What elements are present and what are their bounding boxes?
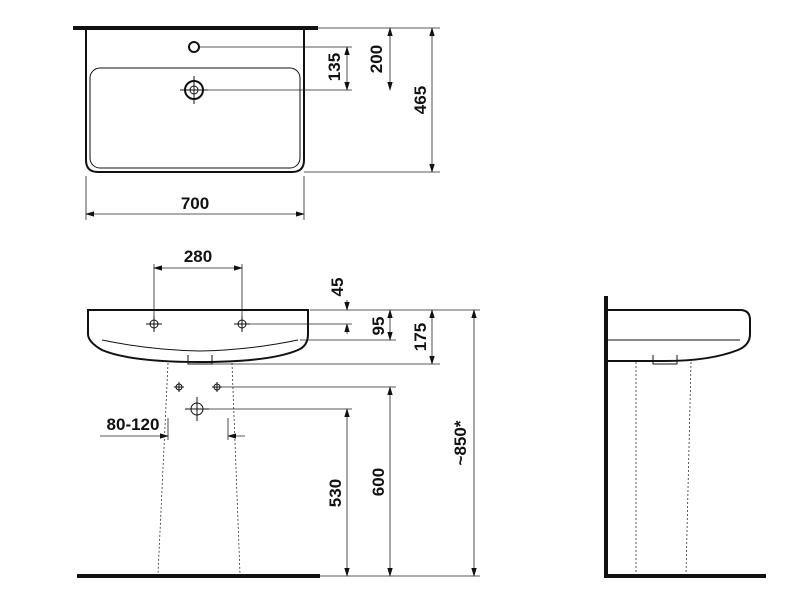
pedestal-left-edge	[157, 362, 169, 575]
dim-label-45: 45	[328, 278, 347, 297]
basin-outline-front	[87, 309, 309, 364]
fixing-hole-left	[146, 316, 162, 332]
fixing-hole-right	[234, 316, 250, 332]
waste-outlet	[187, 355, 213, 365]
dim-label-700: 700	[181, 194, 209, 213]
dim-label-465: 465	[411, 86, 430, 114]
dim-label-530: 530	[326, 479, 345, 507]
dim-label-95: 95	[369, 317, 388, 336]
basin-outline-side	[607, 309, 751, 362]
pedestal-right-edge	[231, 362, 241, 575]
side-view	[604, 296, 766, 578]
top-view: 135 200 465 700	[73, 26, 440, 220]
basin-outline-top	[85, 28, 305, 173]
waste-outlet-side	[652, 355, 678, 365]
pedestal-fixing-left	[174, 382, 184, 392]
dim-label-175: 175	[411, 323, 430, 351]
pedestal-front-edge	[685, 361, 692, 575]
pedestal-fixing-right	[212, 382, 222, 392]
dim-label-850: ~850*	[451, 420, 470, 465]
waste-pipe-center	[185, 397, 209, 421]
dim-label-200: 200	[367, 45, 386, 73]
dim-label-280: 280	[184, 247, 212, 266]
bowl-outline-top	[89, 67, 301, 169]
tap-hole	[188, 41, 200, 53]
front-view: 280 45 95 175 80-120 530 600 ~850*	[77, 247, 480, 578]
dim-label-80-120: 80-120	[107, 415, 160, 434]
dim-label-135: 135	[325, 53, 344, 81]
dim-label-600: 600	[369, 468, 388, 496]
